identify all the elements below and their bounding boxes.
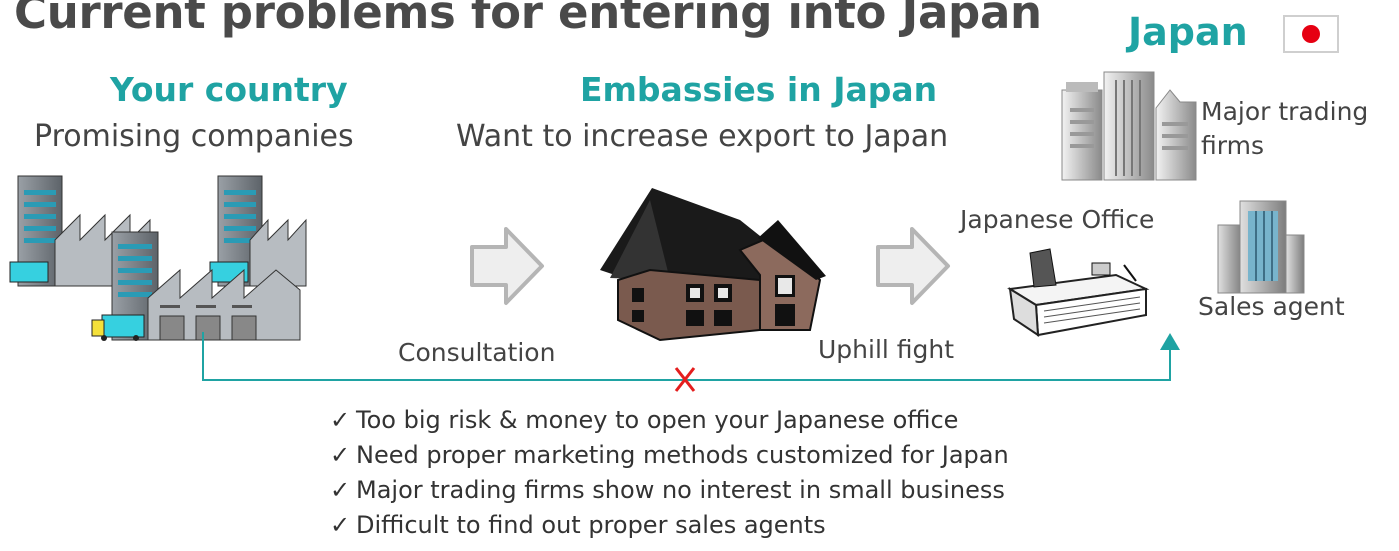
promising-companies-label: Promising companies (34, 119, 354, 154)
list-item: ✓Too big risk & money to open your Japan… (330, 403, 1009, 438)
check-icon: ✓ (330, 476, 351, 504)
check-icon: ✓ (330, 511, 351, 539)
your-country-heading: Your country (110, 70, 348, 109)
japan-label: Japan (1128, 10, 1248, 54)
factory-icon (9, 175, 307, 341)
page-title: Current problems for entering into Japan (14, 0, 1042, 39)
major-trading-firms-label: Major trading firms (1201, 97, 1369, 160)
embassies-heading: Embassies in Japan (580, 70, 938, 109)
office-desk-icon (1007, 248, 1150, 337)
office-tower-icon (1217, 200, 1305, 294)
embassies-subtitle: Want to increase export to Japan (456, 119, 949, 154)
japan-flag-icon (1283, 15, 1339, 53)
right-arrow-icon (876, 227, 950, 305)
check-icon: ✓ (330, 406, 351, 434)
list-item: ✓Major trading firms show no interest in… (330, 473, 1009, 508)
cross-icon (674, 367, 696, 392)
embassy-house-icon (600, 188, 826, 342)
problems-list: ✓Too big risk & money to open your Japan… (330, 403, 1009, 543)
uphill-fight-label: Uphill fight (818, 335, 955, 364)
check-icon: ✓ (330, 441, 351, 469)
sales-agent-label: Sales agent (1198, 292, 1345, 321)
skyscrapers-icon (1061, 71, 1197, 181)
list-item: ✓Need proper marketing methods customize… (330, 438, 1009, 473)
japanese-office-label: Japanese Office (960, 205, 1155, 234)
right-arrow-icon (470, 227, 544, 305)
consultation-label: Consultation (398, 338, 556, 367)
list-item: ✓Difficult to find out proper sales agen… (330, 508, 1009, 543)
